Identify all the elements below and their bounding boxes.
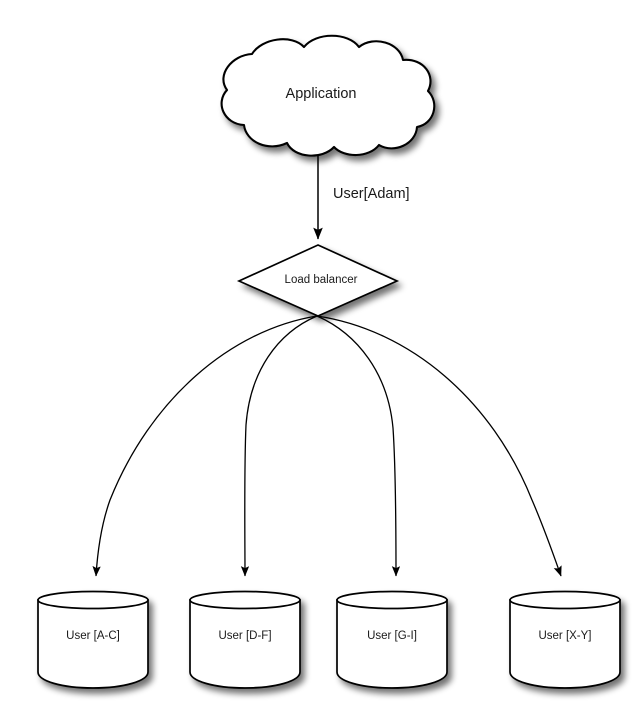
- edge-lb-to-db4: [316, 315, 562, 577]
- db-d-f-shape[interactable]: [189, 590, 301, 689]
- db-a-c-shape[interactable]: [37, 590, 149, 689]
- edge-lb-to-db3: [316, 315, 401, 577]
- edge-lb-to-db1: [92, 315, 318, 577]
- load-balancer-shape[interactable]: [236, 244, 400, 317]
- db-x-y-shape[interactable]: [509, 590, 621, 689]
- edge-lb-to-db2: [240, 315, 318, 577]
- db-g-i-shape[interactable]: [336, 590, 448, 689]
- application-cloud-shape[interactable]: [220, 34, 436, 157]
